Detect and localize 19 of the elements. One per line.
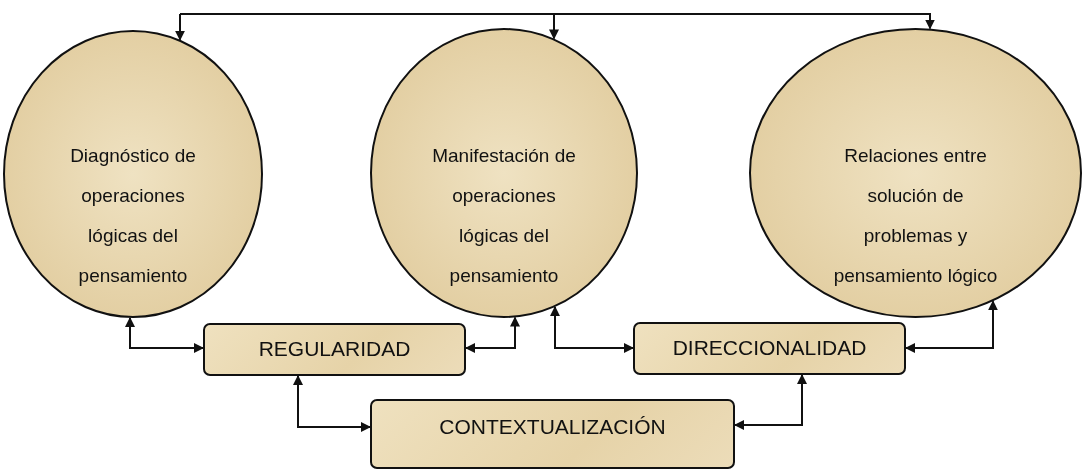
ellipse-node — [370, 28, 638, 318]
box-label: REGULARIDAD — [257, 337, 412, 361]
box-label: DIRECCIONALIDAD — [671, 336, 868, 360]
process-box — [203, 323, 466, 376]
process-box — [633, 322, 906, 375]
ellipse-node — [749, 28, 1082, 318]
arrow — [550, 306, 634, 353]
process-box — [370, 399, 735, 469]
arrow — [465, 316, 520, 353]
box-label: CONTEXTUALIZACIÓN — [438, 415, 667, 439]
arrow — [734, 374, 807, 430]
ellipse-label: Diagnóstico de operaciones lógicas del pensamiento — [69, 144, 197, 288]
arrow — [125, 316, 204, 353]
arrow — [293, 375, 371, 432]
ellipse-node — [3, 30, 263, 318]
arrow — [175, 13, 185, 41]
ellipse-label: Relaciones entre solución de problemas y pensamiento lógico — [832, 144, 999, 288]
ellipse-label: Manifestación de operaciones lógicas del pensamiento — [431, 144, 577, 288]
arrow — [905, 300, 998, 353]
